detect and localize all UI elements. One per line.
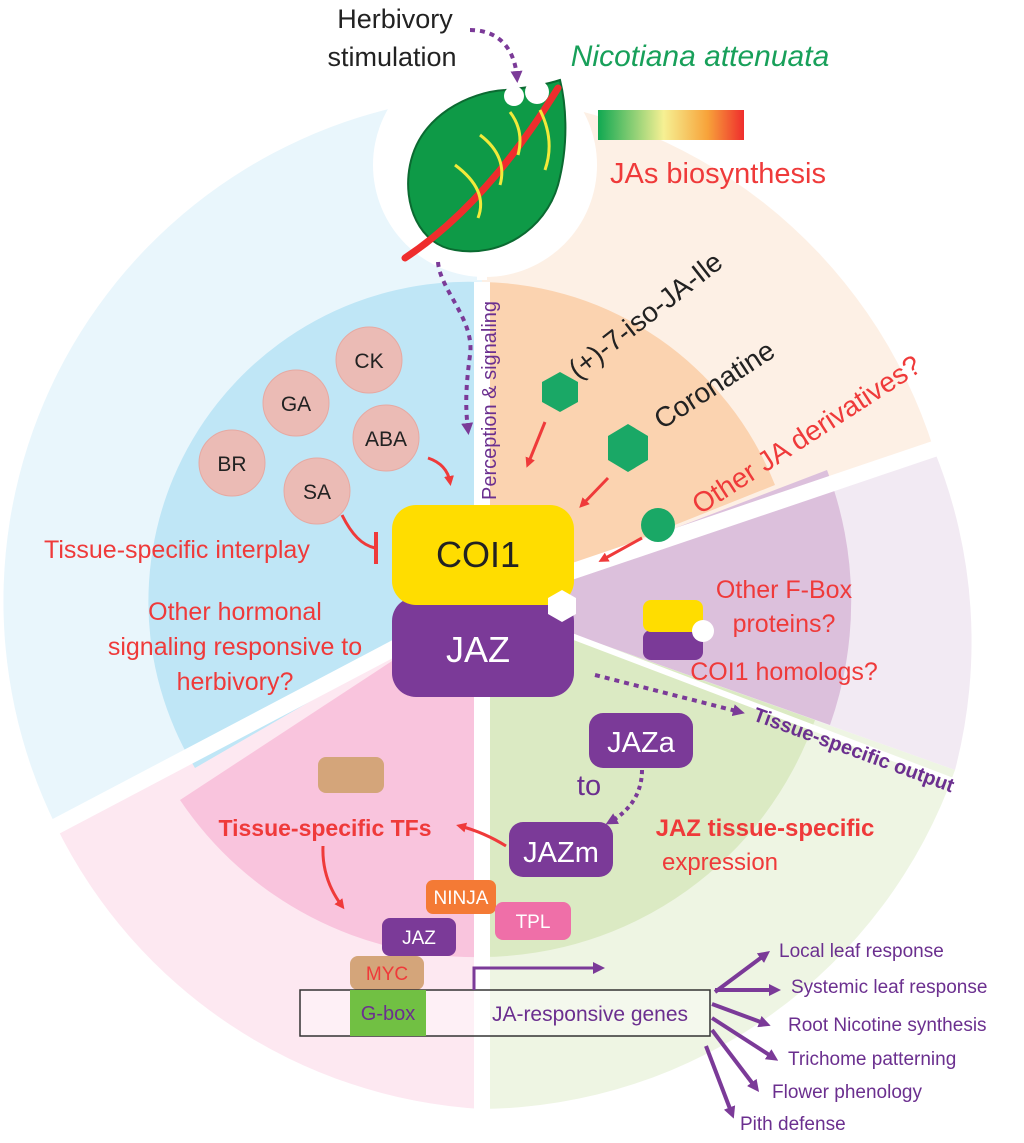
biosynthesis-gradient-bar	[598, 110, 744, 140]
hormone-sa: SA	[283, 457, 351, 525]
svg-text:BR: BR	[217, 453, 246, 476]
svg-text:CK: CK	[354, 350, 383, 373]
fbox-icon	[643, 600, 714, 660]
hormone-aba: ABA	[352, 404, 420, 472]
svg-text:JAZ: JAZ	[446, 629, 510, 670]
coi1-receptor-block: COI1	[392, 505, 574, 605]
jaza-block: JAZa	[589, 713, 693, 768]
response-arrows	[704, 951, 781, 1119]
coronatine-hexagon	[608, 424, 648, 472]
response-local-leaf: Local leaf response	[779, 941, 944, 962]
gbox-region	[350, 990, 426, 1036]
other-derivative-circle	[641, 508, 675, 542]
response-root-nicotine: Root Nicotine synthesis	[788, 1015, 987, 1036]
svg-text:JAZ: JAZ	[402, 928, 436, 949]
ninja-block: NINJA	[426, 880, 496, 914]
response-flower-phenology: Flower phenology	[772, 1082, 922, 1103]
gene-bar: G-box JA-responsive genes	[299, 989, 711, 1037]
other-hormonal-line2: signaling responsive to	[108, 633, 362, 661]
svg-text:JAZa: JAZa	[607, 727, 676, 759]
svg-text:SA: SA	[303, 481, 331, 504]
response-systemic-leaf: Systemic leaf response	[791, 977, 987, 998]
jaza-to-jazm-arrow	[605, 769, 644, 825]
sa-inhibition-line	[340, 514, 378, 564]
jaz-expression-line1: JAZ tissue-specific	[656, 815, 875, 842]
coronatine-arrow	[579, 476, 610, 508]
other-hormonal-line1: Other hormonal	[148, 598, 322, 626]
other-fbox-line2: proteins?	[733, 610, 836, 638]
hormone-ck: CK	[335, 326, 403, 394]
aba-to-coi1-arrow	[427, 456, 454, 486]
jaz-repressor-block: JAZ	[382, 918, 456, 956]
herbivory-label-line2: stimulation	[327, 42, 456, 72]
herbivory-label-line1: Herbivory	[337, 4, 453, 34]
svg-text:JAZm: JAZm	[523, 837, 599, 869]
response-pith-defense: Pith defense	[740, 1114, 846, 1135]
perception-arrow	[436, 261, 474, 435]
svg-text:GA: GA	[281, 393, 311, 416]
jaz-expression-line2: expression	[662, 849, 778, 876]
leaf-icon	[401, 78, 567, 262]
tpl-block: TPL	[495, 902, 571, 940]
hormone-br: BR	[198, 429, 266, 497]
tf-to-complex-arrow	[321, 845, 345, 910]
perception-label: Perception & signaling	[479, 301, 501, 500]
transcription-start-arrow	[472, 962, 605, 990]
jazm-to-tf-arrow	[456, 822, 507, 848]
biosynthesis-label: JAs biosynthesis	[610, 158, 826, 190]
tissue-tfs-label: Tissue-specific TFs	[218, 815, 431, 841]
hormone-ga: GA	[262, 369, 330, 437]
svg-text:TPL: TPL	[516, 912, 551, 933]
iso-ja-ile-arrow	[525, 421, 547, 468]
receptor-pocket	[548, 590, 576, 622]
species-label: Nicotiana attenuata	[571, 40, 830, 73]
sector-lavender	[482, 470, 852, 725]
tissue-interplay-label: Tissue-specific interplay	[44, 536, 310, 564]
response-trichome: Trichome patterning	[788, 1049, 956, 1070]
jazm-block: JAZm	[509, 822, 613, 877]
svg-text:NINJA: NINJA	[434, 888, 489, 909]
svg-text:G-box: G-box	[361, 1003, 415, 1025]
tissue-output-arrow	[594, 673, 745, 717]
other-derivative-arrow	[598, 536, 643, 562]
svg-text:COI1: COI1	[436, 534, 520, 575]
tf-block	[318, 757, 384, 793]
other-fbox-line1: Other F-Box	[716, 576, 853, 604]
jaza-to-label: to	[577, 770, 601, 802]
iso-ja-ile-hexagon	[542, 372, 578, 412]
svg-text:ABA: ABA	[365, 428, 407, 451]
myc-block: MYC	[350, 956, 424, 990]
other-hormonal-line3: herbivory?	[177, 668, 294, 696]
ja-responsive-genes-label: JA-responsive genes	[492, 1003, 688, 1026]
jaz-receptor-block: JAZ	[392, 597, 574, 697]
coi1-homologs-label: COI1 homologs?	[690, 658, 878, 686]
svg-text:MYC: MYC	[366, 964, 408, 985]
